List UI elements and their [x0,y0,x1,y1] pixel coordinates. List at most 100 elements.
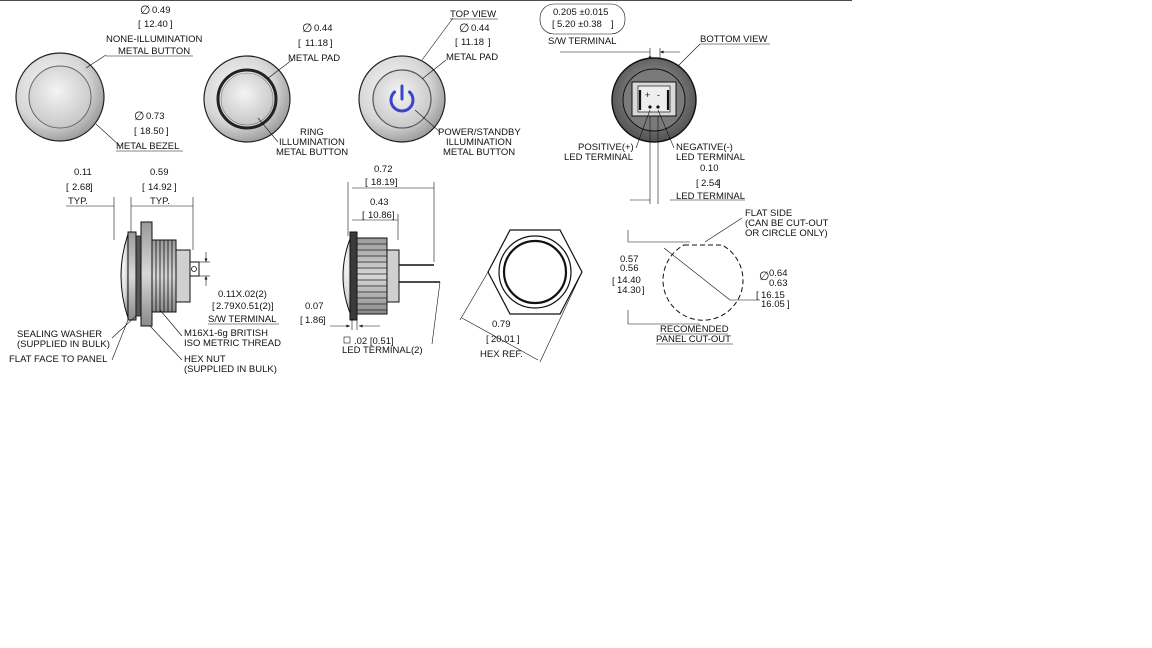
view1-bezel-dia-mm: 18.50 [140,126,164,137]
side1-d1-mm: 2.68 [72,182,91,193]
cutout-h-in-max: 0.57 [620,254,639,265]
bezel-flange [127,231,137,321]
cutout-h-in-min: 0.56 [620,263,639,274]
svg-text:[: [ [66,182,69,193]
svg-text:[: [ [455,37,458,48]
side2-led-size: .02 [0.51] [354,336,394,347]
svg-text:[: [ [300,315,303,326]
view3-power-line1: POWER/STANDBY [438,127,521,138]
svg-text:[: [ [756,290,759,301]
view3-top-view: TOP VIEW [450,9,496,20]
svg-text:]: ] [170,19,173,30]
view3-power-line2: ILLUMINATION [446,137,512,148]
rear-cap [175,249,191,303]
side1-nut-line2: (SUPPLIED IN BULK) [184,364,277,375]
side2-d2-in: 0.43 [370,197,389,208]
view2-dia-in: 0.44 [314,23,333,34]
svg-text:[: [ [696,178,699,189]
side2-d2-mm: 10.86 [368,210,392,221]
svg-text:[: [ [552,19,555,30]
view1-bezel-label: METAL BEZEL [116,141,179,152]
bottom-sw-mm: 5.20 ±0.38 [557,19,602,30]
cutout-d-mm-max: 16.15 [761,290,785,301]
bezel-flange [349,231,358,321]
bottom-pos-line1: POSITIVE(+) [578,142,634,153]
cutout-label-line2: PANEL CUT-OUT [656,334,731,345]
view3-dia-in: 0.44 [471,23,490,34]
svg-text:]: ] [611,19,614,30]
side2-d1-in: 0.72 [374,164,393,175]
cutout-d-in-min: 0.63 [769,278,788,289]
power-standby-button-view: TOP VIEW ∅ 0.44 [ 11.18 ] METAL PAD POWE… [358,9,521,158]
side1-sw-label: S/W TERMINAL [208,314,276,325]
cutout-label-line1: RECOMENDED [660,324,729,335]
minus-sign-icon: - [657,90,660,100]
view1-label-line1: NONE-ILLUMINATION [106,34,203,45]
side1-washer-line1: SEALING WASHER [17,329,102,340]
led-terminal-dot [648,105,652,109]
bottom-sw-label: S/W TERMINAL [548,36,616,47]
sw-terminal-hole [191,266,197,272]
svg-text:[: [ [212,301,215,312]
view1-dia-in: 0.49 [152,5,171,16]
non-illumination-button-view: ∅ 0.49 [ 12.40 ] NONE-ILLUMINATION METAL… [15,3,203,152]
svg-text:]: ] [488,37,491,48]
side1-thread-line2: ISO METRIC THREAD [184,338,281,349]
view2-dia-mm: 11.18 [305,38,328,49]
ring-illumination-button-view: ∅ 0.44 [ 11.18 ] METAL PAD RING ILLUMINA… [203,21,348,158]
side1-d2-in: 0.59 [150,167,169,178]
hex-nut-bore-inner [502,239,568,305]
view2-ring-line1: RING [300,127,324,138]
hex-nut-bore-outer [498,235,572,309]
sealing-washer [135,235,142,317]
svg-text:[: [ [298,38,301,49]
svg-text:[: [ [612,276,615,287]
side1-flat-face: FLAT FACE TO PANEL [9,354,107,365]
panel-cutout-view: FLAT SIDE (CAN BE CUT-OUT OR CIRCLE ONLY… [612,208,829,345]
cutout-d-in-max: 0.64 [769,268,788,279]
diameter-symbol: ∅ [134,109,144,123]
side1-washer-line2: (SUPPLIED IN BULK) [17,339,110,350]
svg-text:[: [ [365,177,368,188]
view1-label-line2: METAL BUTTON [118,46,190,57]
diameter-symbol: ∅ [302,21,312,35]
bottom-neg-line2: LED TERMINAL [676,152,745,163]
side1-d2-mm: 14.92 [148,182,172,193]
side1-sw-in: 0.11X.02(2) [218,289,267,300]
bottom-neg-line1: NEGATIVE(-) [676,142,733,153]
bottom-title: BOTTOM VIEW [700,34,767,45]
bottom-pitch-label: LED TERMINAL [676,191,745,202]
bottom-sw-in: 0.205 ±0.015 [553,7,608,18]
svg-text:]: ] [395,177,398,188]
svg-text:]: ] [166,126,169,137]
svg-text:]: ] [517,334,520,345]
cutout-outline [662,244,744,321]
view2-ring-line3: METAL BUTTON [276,147,348,158]
svg-text:]: ] [787,299,790,310]
side2-led-label: LED TERMINAL(2) [342,345,423,356]
side-view-middle: 0.72 [ 18.19 ] 0.43 [ 10.86 ] 0.07 [ 1.8… [300,164,441,356]
svg-text:[: [ [138,19,141,30]
bottom-view: 0.205 ±0.015 [ 5.20 ±0.38 ] S/W TERMINAL… [539,3,770,204]
svg-text:]: ] [271,301,274,312]
view3-dia-mm: 11.18 [461,37,484,48]
svg-text:]: ] [330,38,333,49]
plus-sign-icon: + [645,90,650,100]
button-dome [120,233,129,319]
rear-cap [386,249,400,303]
hex-nut [140,221,153,327]
hex-label: HEX REF. [480,349,523,360]
side1-d1-in: 0.11 [74,167,92,178]
svg-text:]: ] [323,315,326,326]
metal-button-face [220,72,274,126]
diameter-symbol: ∅ [759,269,769,283]
side1-d2-typ: TYP. [150,196,170,207]
side1-thread-line1: M16X1-6g BRITISH [184,328,268,339]
side-view-left: 0.11 [ 2.68 ] TYP. 0.59 [ 14.92 ] TYP. 0… [9,167,281,375]
cutout-flat-line2: (CAN BE CUT-OUT [745,218,829,229]
bottom-pitch-mm: 2.54 [701,178,720,189]
hex-nut-view: 0.79 [ 20.01 ] HEX REF. [459,229,583,363]
terminal-block-inner [637,85,671,113]
sw-terminal-dim-box [539,3,626,35]
